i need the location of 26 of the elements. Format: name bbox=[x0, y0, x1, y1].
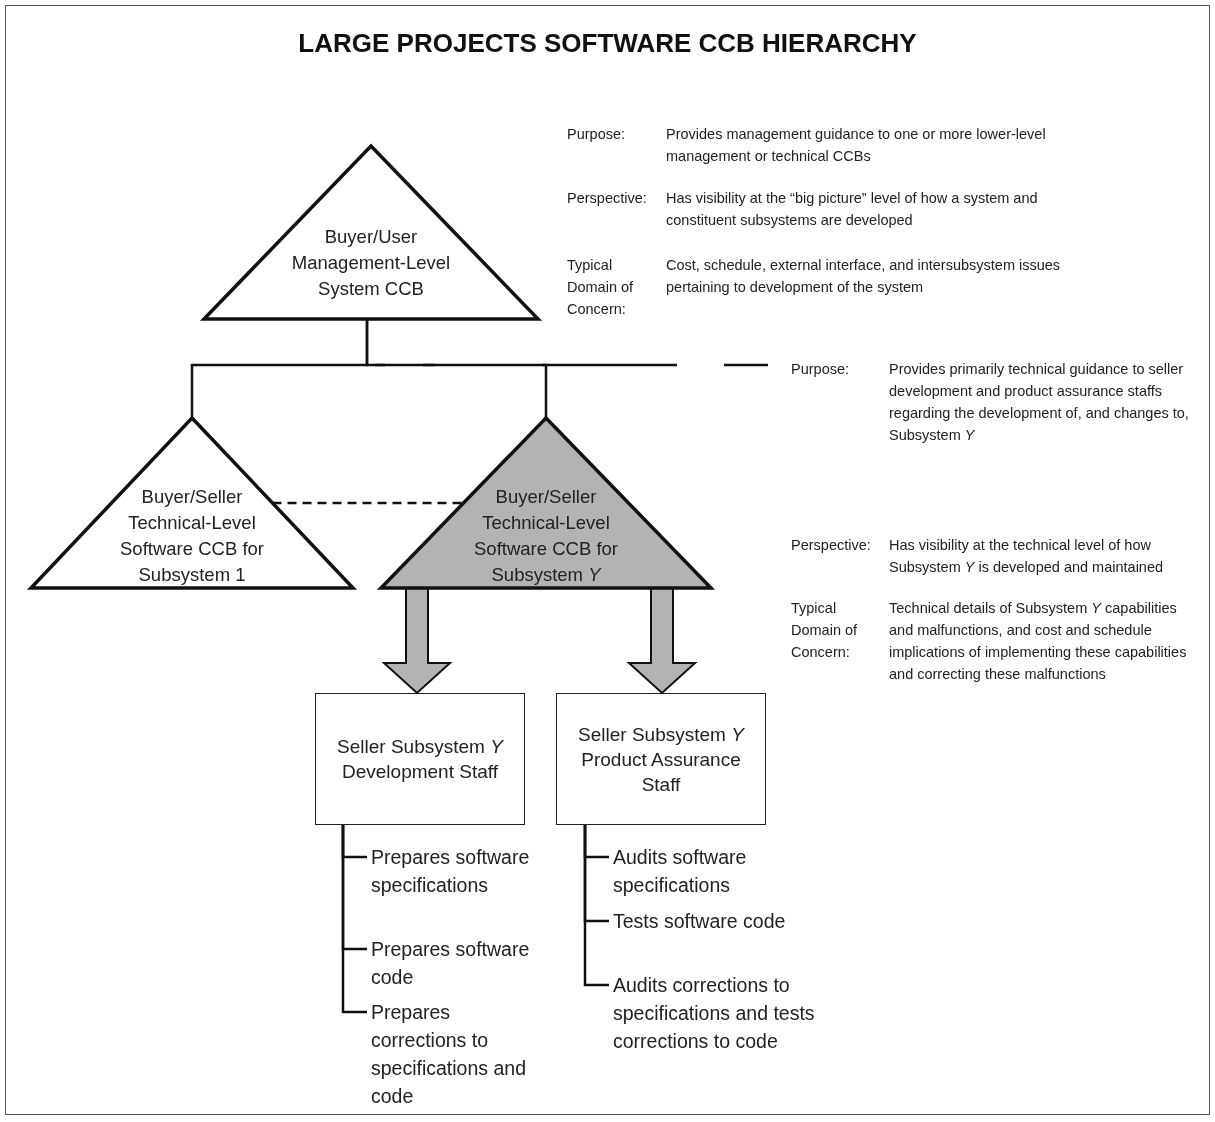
connector-line bbox=[365, 319, 548, 418]
staff-box: Seller Subsystem Y Development Staff bbox=[315, 693, 525, 825]
block-arrow bbox=[381, 587, 453, 695]
task-text: Tests software code bbox=[613, 907, 813, 935]
block-arrow bbox=[626, 587, 698, 695]
field-label: Purpose: bbox=[567, 125, 627, 144]
description-text: Has visibility at the technical level of how Subsystem Y is developed and maintained bbox=[889, 536, 1165, 577]
task-text: Prepares corrections to specifications and code bbox=[371, 998, 541, 1110]
description-text: Provides management guidance to one or more lower-level management or technical CCBs bbox=[666, 125, 1047, 166]
task-text: Audits software specifications bbox=[613, 843, 863, 899]
field-label: Typical Domain of Concern: bbox=[791, 599, 859, 662]
description-text: Has visibility at the “big picture” level of how a system and constituent subsystems are developed bbox=[666, 189, 1039, 230]
diagram-title: LARGE PROJECTS SOFTWARE CCB HIERARCHY bbox=[297, 28, 918, 59]
field-label: Typical Domain of Concern: bbox=[567, 256, 635, 319]
field-label: Perspective: bbox=[567, 189, 648, 208]
staff-box: Seller Subsystem Y Product Assurance Staff bbox=[556, 693, 766, 825]
connector-line bbox=[341, 825, 367, 1014]
description-text: Technical details of Subsystem Y capabilities and malfunctions, and cost and schedule implications of implementing these capabilities and correcting these malfunctions bbox=[889, 599, 1188, 684]
connector-line bbox=[583, 825, 609, 987]
task-text: Prepares software specifications bbox=[371, 843, 541, 899]
field-label: Perspective: bbox=[791, 536, 872, 555]
description-text: Cost, schedule, external interface, and intersubsystem issues pertaining to development of the system bbox=[666, 256, 1062, 297]
description-text: Provides primarily technical guidance to seller development and product assurance staffs regarding the development of, and changes to, Subsystem Y bbox=[889, 360, 1190, 445]
task-text: Audits corrections to specifications and tests corrections to code bbox=[613, 971, 863, 1055]
field-label: Purpose: bbox=[791, 360, 851, 379]
task-text: Prepares software code bbox=[371, 935, 541, 991]
